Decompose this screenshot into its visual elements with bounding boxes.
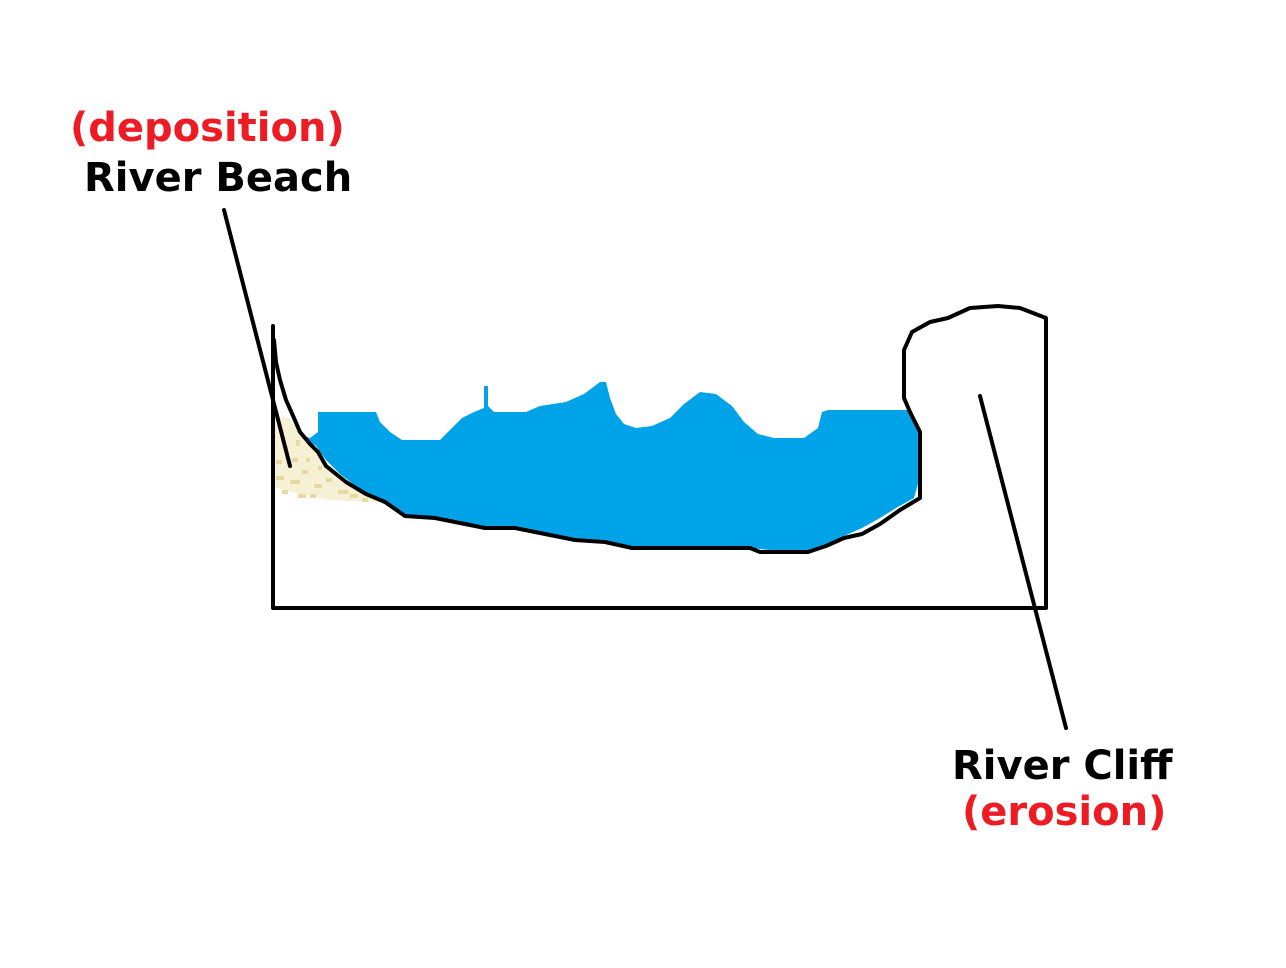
cliff-process-label: (erosion) — [962, 789, 1167, 835]
river-cliff-label: River Cliff — [952, 743, 1173, 789]
beach-process-label: (deposition) — [70, 105, 345, 151]
channel-outline — [271, 304, 1048, 610]
river-beach-label: River Beach — [84, 155, 353, 201]
river-cliff-leader-line — [978, 394, 1068, 730]
river-beach-leader-line — [222, 208, 292, 468]
river-water — [300, 382, 918, 550]
